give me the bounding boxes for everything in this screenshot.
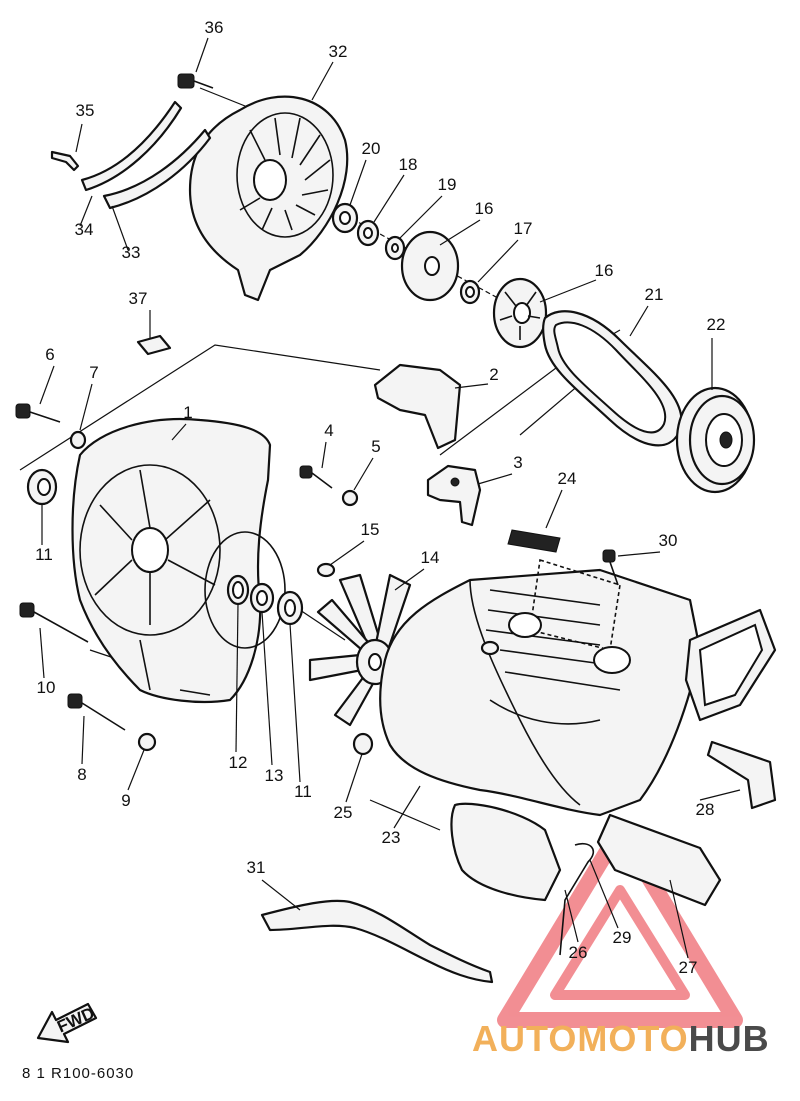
callout-c16a: 16 — [475, 199, 494, 218]
callout-c11b: 11 — [294, 782, 312, 801]
part-19-washer — [384, 235, 406, 261]
callout-c24: 24 — [558, 469, 577, 488]
part-22-pulley — [675, 386, 756, 494]
callout-c1: 1 — [183, 403, 192, 422]
callout-c20: 20 — [362, 139, 381, 158]
drawing-reference-code: 8 1 R100-6030 — [22, 1065, 135, 1082]
shroud-side-panel — [450, 802, 562, 902]
part-20-bushing — [331, 202, 359, 234]
part-7-washer — [69, 430, 87, 450]
part-18-washer — [356, 219, 380, 247]
part-5-washer — [341, 489, 359, 507]
callout-c19: 19 — [438, 175, 457, 194]
fwd-label: FWD — [54, 1003, 97, 1036]
part-26-29-clamp — [559, 843, 594, 956]
part-30-bolt — [602, 549, 619, 586]
part-31-under-cover — [260, 899, 494, 984]
callout-c16b: 16 — [595, 261, 614, 280]
callout-c15: 15 — [361, 520, 380, 539]
part-27-foam-block — [596, 813, 722, 907]
part-32-drive-cover — [188, 95, 349, 302]
callout-c23: 23 — [382, 828, 401, 847]
brand-part-2: HUB — [688, 1018, 770, 1059]
callout-c31: 31 — [247, 858, 266, 877]
callout-c10: 10 — [37, 678, 56, 697]
watermark-brand-text: AUTOMOTOHUB — [472, 1018, 770, 1060]
callout-c2: 2 — [489, 365, 498, 384]
part-11-oil-seal-right — [276, 590, 304, 626]
callout-c4: 4 — [324, 421, 333, 440]
callout-c3: 3 — [513, 453, 522, 472]
part-36-bolt — [177, 73, 214, 89]
part-3-mount-bracket — [426, 464, 482, 527]
part-4-bolt — [299, 465, 333, 489]
shroud-grille — [480, 589, 631, 691]
callout-c25: 25 — [334, 803, 353, 822]
callout-c36: 36 — [205, 18, 224, 37]
part-28-seal-strip — [706, 740, 777, 810]
callout-c6: 6 — [45, 345, 54, 364]
callout-c26: 26 — [569, 943, 588, 962]
part-2-duct-bracket — [373, 363, 462, 450]
part-21-v-belt — [542, 310, 683, 447]
callout-c5: 5 — [371, 437, 380, 456]
callout-c8: 8 — [77, 765, 86, 784]
part-6-bolt — [15, 403, 61, 423]
part-16-sheave-rear — [492, 277, 548, 349]
callout-c12: 12 — [229, 753, 248, 772]
callout-leader-lines — [39, 37, 741, 959]
part-33-seal-strip — [102, 128, 212, 210]
part-10-long-bolt — [19, 602, 89, 643]
callout-c9: 9 — [121, 791, 130, 810]
part-9-washer — [137, 732, 157, 752]
callout-c21: 21 — [645, 285, 664, 304]
callout-c29: 29 — [613, 928, 632, 947]
brand-part-1: AUTOMOTO — [472, 1018, 689, 1059]
callout-c33: 33 — [122, 243, 141, 262]
part-13-bearing — [249, 582, 275, 614]
part-23-fan-shroud — [379, 568, 702, 817]
callout-c7: 7 — [89, 363, 98, 382]
shroud-outlet-duct — [684, 608, 777, 722]
part-12-circlip — [226, 574, 250, 606]
callout-c32: 32 — [329, 42, 348, 61]
callout-c14: 14 — [421, 548, 440, 567]
callout-c30: 30 — [659, 531, 678, 550]
callout-c37: 37 — [129, 289, 148, 308]
part-8-bolt — [67, 693, 126, 731]
part-1-fan-housing — [71, 418, 286, 704]
part-16-sheave-front — [400, 230, 460, 302]
part-17-spacer — [459, 279, 481, 305]
part-35-screw — [50, 150, 80, 172]
callout-c34: 34 — [75, 220, 94, 239]
callout-c28: 28 — [696, 800, 715, 819]
part-11-oil-seal-left — [26, 468, 58, 506]
callout-c11a: 11 — [35, 545, 53, 564]
part-34-seal-strip — [80, 100, 183, 192]
part-25-grommet — [352, 732, 374, 756]
callout-c35: 35 — [76, 101, 95, 120]
callout-c18: 18 — [399, 155, 418, 174]
callout-c13: 13 — [265, 766, 284, 785]
callout-c22: 22 — [707, 315, 726, 334]
callout-c27: 27 — [679, 958, 698, 977]
part-37-clip — [136, 334, 172, 356]
callout-c17: 17 — [514, 219, 533, 238]
forward-direction-arrow-icon: FWD — [36, 1002, 97, 1044]
part-15-clip — [316, 562, 336, 578]
